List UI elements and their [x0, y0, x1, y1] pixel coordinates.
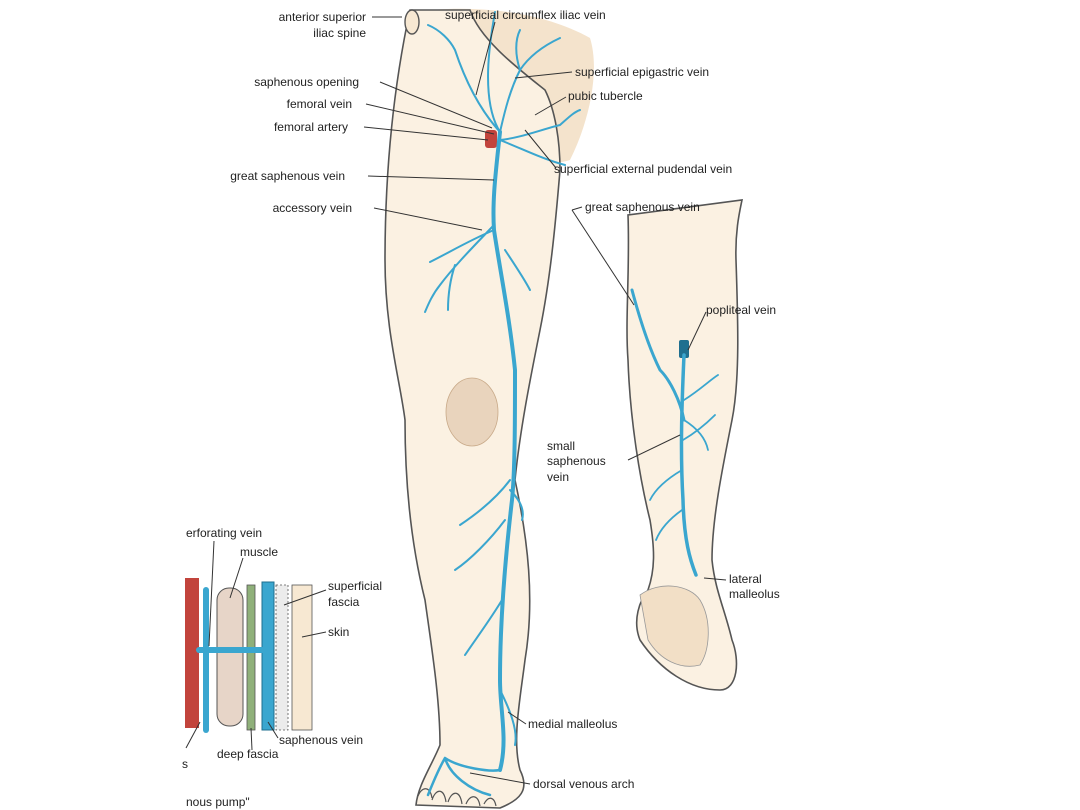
back-leg-illustration	[626, 199, 744, 691]
label-femoral-artery: femoral artery	[274, 120, 348, 134]
knee-cap	[445, 377, 499, 447]
heel-pad	[639, 585, 709, 667]
label-small-saphenous-vein-1: small	[547, 439, 575, 453]
iliac-spine-bump	[404, 9, 420, 35]
label-muscle: muscle	[240, 545, 278, 559]
popliteal-vein-stub	[679, 340, 689, 358]
thigh-branches	[424, 224, 531, 313]
inset-muscle-column	[216, 587, 244, 727]
label-venous-pump: nous pump"	[186, 795, 250, 809]
label-anterior-superior-iliac-spine-1: anterior superior	[279, 10, 366, 24]
toes	[417, 788, 497, 807]
label-small-saphenous-vein-2: saphenous	[547, 454, 606, 468]
lower-leg-branches	[454, 479, 524, 746]
venous-pump-inset	[185, 578, 313, 733]
femoral-artery-stub	[485, 130, 497, 148]
label-accessory-vein: accessory vein	[273, 201, 352, 215]
inset-skin	[291, 584, 313, 731]
label-perforating-vein: erforating vein	[186, 526, 262, 540]
label-medial-malleolus: medial malleolus	[528, 717, 617, 731]
label-deep-fascia: deep fascia	[217, 747, 279, 761]
leader-lines	[185, 16, 727, 785]
label-lateral-malleolus-2: malleolus	[729, 587, 780, 601]
label-great-saphenous-vein-front: great saphenous vein	[230, 169, 345, 183]
label-saphenous-vein: saphenous vein	[279, 733, 363, 747]
label-saphenous-opening: saphenous opening	[254, 75, 359, 89]
dorsal-venous-arch-vein	[426, 756, 502, 797]
label-cut-s: s	[182, 757, 188, 771]
label-skin: skin	[328, 625, 349, 639]
label-femoral-vein: femoral vein	[287, 97, 352, 111]
front-leg-illustration	[384, 8, 594, 809]
label-popliteal-vein: popliteal vein	[706, 303, 776, 317]
label-dorsal-venous-arch: dorsal venous arch	[533, 777, 634, 791]
label-lateral-malleolus-1: lateral	[729, 572, 762, 586]
groin-tributaries	[427, 11, 581, 166]
inset-muscle-red	[185, 578, 199, 728]
inset-superficial-fascia	[275, 584, 289, 731]
great-saphenous-vein-posterior	[630, 288, 686, 422]
label-anterior-superior-iliac-spine-2: iliac spine	[313, 26, 366, 40]
back-leg-branches	[649, 374, 719, 541]
label-superficial-epigastric-vein: superficial epigastric vein	[575, 65, 709, 79]
label-superficial-circumflex-iliac-vein: superficial circumflex iliac vein	[445, 8, 606, 22]
inset-saphenous-vein	[261, 581, 275, 731]
labels: anterior superior iliac spine saphenous …	[182, 8, 780, 809]
label-small-saphenous-vein-3: vein	[547, 470, 569, 484]
inset-deep-fascia	[246, 584, 256, 731]
label-superficial-external-pudendal-vein: superficial external pudendal vein	[554, 162, 732, 176]
small-saphenous-vein	[679, 353, 698, 577]
label-superficial-fascia-1: superficial	[328, 579, 382, 593]
label-pubic-tubercle: pubic tubercle	[568, 89, 643, 103]
label-superficial-fascia-2: fascia	[328, 595, 360, 609]
label-great-saphenous-vein-back: great saphenous vein	[585, 200, 700, 214]
back-leg-outline	[626, 199, 744, 691]
